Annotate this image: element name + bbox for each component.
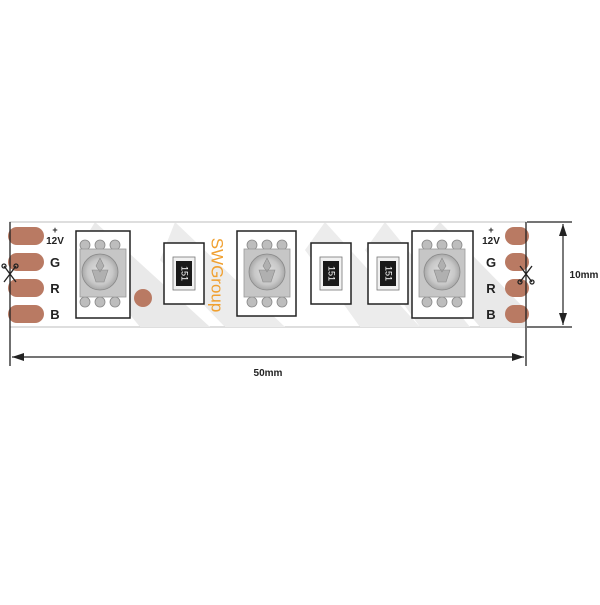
right-pad-r <box>505 279 529 297</box>
resistor-2: 151 <box>310 242 352 305</box>
right-pad-g <box>505 253 529 271</box>
left-pad-labels: + 12V G R B <box>46 225 64 322</box>
left-b-label: B <box>50 307 59 322</box>
height-dimension <box>527 221 572 328</box>
resistor-1-code: 151 <box>180 266 190 281</box>
left-pad-r <box>8 279 44 297</box>
width-dimension <box>12 353 524 361</box>
right-solder-pads <box>505 227 529 323</box>
right-pad-plus <box>505 227 529 245</box>
resistor-2-code: 151 <box>327 266 337 281</box>
resistor-3: 151 <box>367 242 409 305</box>
cut-line-right <box>517 222 535 366</box>
left-r-label: R <box>50 281 60 296</box>
resistor-3-code: 151 <box>384 266 394 281</box>
right-g-label: G <box>486 255 496 270</box>
copper-via-dot <box>134 289 152 307</box>
height-label: 10mm <box>570 270 599 281</box>
brand-logo-text: SWGroup <box>208 238 227 313</box>
width-label: 50mm <box>254 368 283 379</box>
smd-led-2 <box>236 230 297 317</box>
right-pad-labels: + 12V G R B <box>482 225 500 322</box>
left-pad-plus <box>8 227 44 245</box>
right-b-label: B <box>486 307 495 322</box>
cut-line-left <box>1 222 19 366</box>
smd-led-1 <box>75 230 131 319</box>
resistor-1: 151 <box>163 242 205 305</box>
left-voltage-label: 12V <box>46 236 64 247</box>
smd-led-3 <box>411 230 474 319</box>
left-g-label: G <box>50 255 60 270</box>
right-plus-label: + <box>488 225 493 235</box>
right-pad-b <box>505 305 529 323</box>
left-plus-label: + <box>52 225 57 235</box>
left-solder-pads <box>8 227 44 323</box>
left-pad-b <box>8 305 44 323</box>
right-voltage-label: 12V <box>482 236 500 247</box>
left-pad-g <box>8 253 44 271</box>
right-r-label: R <box>486 281 496 296</box>
